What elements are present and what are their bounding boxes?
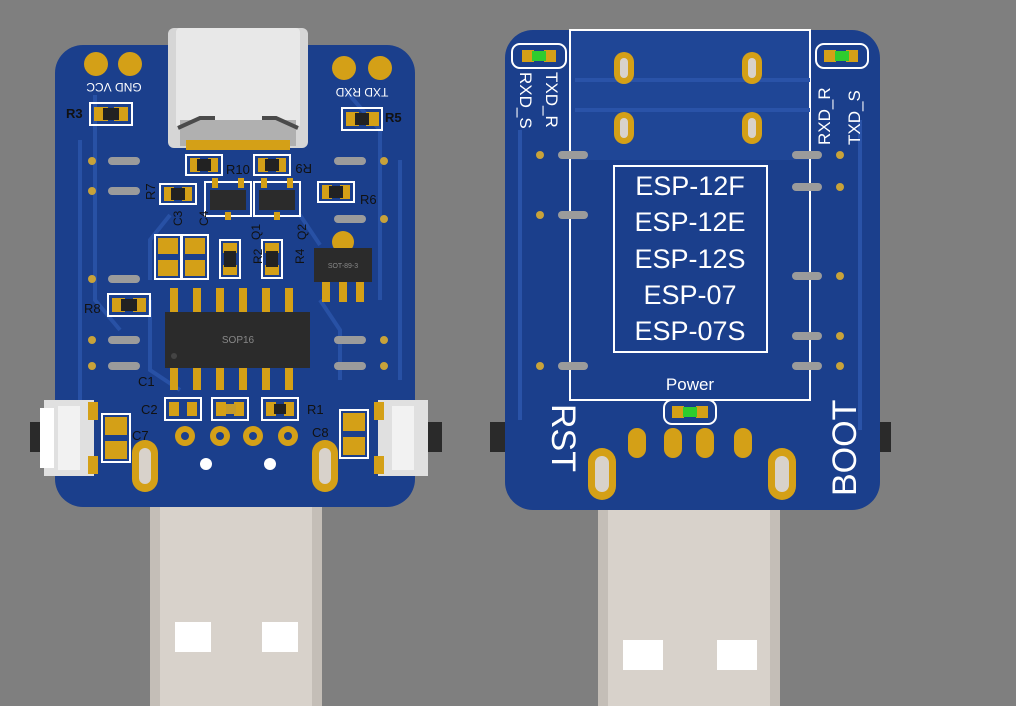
module-esp-12s: ESP-12S <box>634 244 745 274</box>
ref-c7: C7 <box>132 428 149 443</box>
module-esp-07s: ESP-07S <box>634 316 745 346</box>
led-txd-rxd-left <box>511 43 567 69</box>
left-pcb <box>55 45 415 507</box>
power-led <box>663 399 717 425</box>
gnd-vcc-label: GND VCC <box>86 80 142 94</box>
regulator-label: SOT-89-3 <box>328 263 358 270</box>
module-esp-07: ESP-07 <box>643 280 736 310</box>
ref-r1: R1 <box>307 402 324 417</box>
ref-q2: Q2 <box>295 224 309 240</box>
rxd-r-label: RXD_R <box>815 87 834 145</box>
ref-c3: C3 <box>171 210 185 226</box>
txd-rxd-label: TXD RXD <box>335 85 388 99</box>
ref-r3: R3 <box>66 106 83 121</box>
ref-r8: R8 <box>84 301 101 316</box>
ref-r4: R4 <box>293 248 307 264</box>
txd-s-label: TXD_S <box>845 90 864 145</box>
boot-label: BOOT <box>826 400 864 496</box>
ref-c2: C2 <box>141 402 158 417</box>
ic-label: SOP16 <box>222 335 255 346</box>
ref-c1: C1 <box>138 374 155 389</box>
ref-r2: R2 <box>251 248 265 264</box>
left-board-switch-right <box>374 400 428 476</box>
left-usb-plug <box>150 470 322 706</box>
ref-r7: R7 <box>143 183 158 200</box>
txd-r-label: TXD_R <box>542 72 561 128</box>
module-esp-12f: ESP-12F <box>635 171 745 201</box>
ref-c8: C8 <box>312 425 329 440</box>
ref-r6: R6 <box>360 192 377 207</box>
regulator-sot89: SOT-89-3 <box>314 231 372 302</box>
right-board: TXD_R RXD_S RXD_R TXD_S ESP-12F ESP-12E … <box>490 29 891 706</box>
rst-label: RST <box>544 404 582 472</box>
ic-sop16: SOP16 C1 <box>138 288 310 390</box>
ref-r10: R10 <box>226 162 250 177</box>
module-list-box: ESP-12F ESP-12E ESP-12S ESP-07 ESP-07S <box>613 165 768 353</box>
module-esp-12e: ESP-12E <box>634 207 745 237</box>
ref-r9: R9 <box>295 161 312 176</box>
led-rxd-txd-right <box>815 43 869 69</box>
ref-q1: Q1 <box>249 224 263 240</box>
ref-r5: R5 <box>385 110 402 125</box>
rxd-s-label: RXD_S <box>516 72 535 129</box>
left-board: GND VCC TXD RXD R3 R5 <box>30 28 442 706</box>
power-label: Power <box>666 375 715 394</box>
left-board-switch-left <box>40 400 98 476</box>
ref-c4: C4 <box>197 210 211 226</box>
usb-c-connector <box>168 28 308 150</box>
